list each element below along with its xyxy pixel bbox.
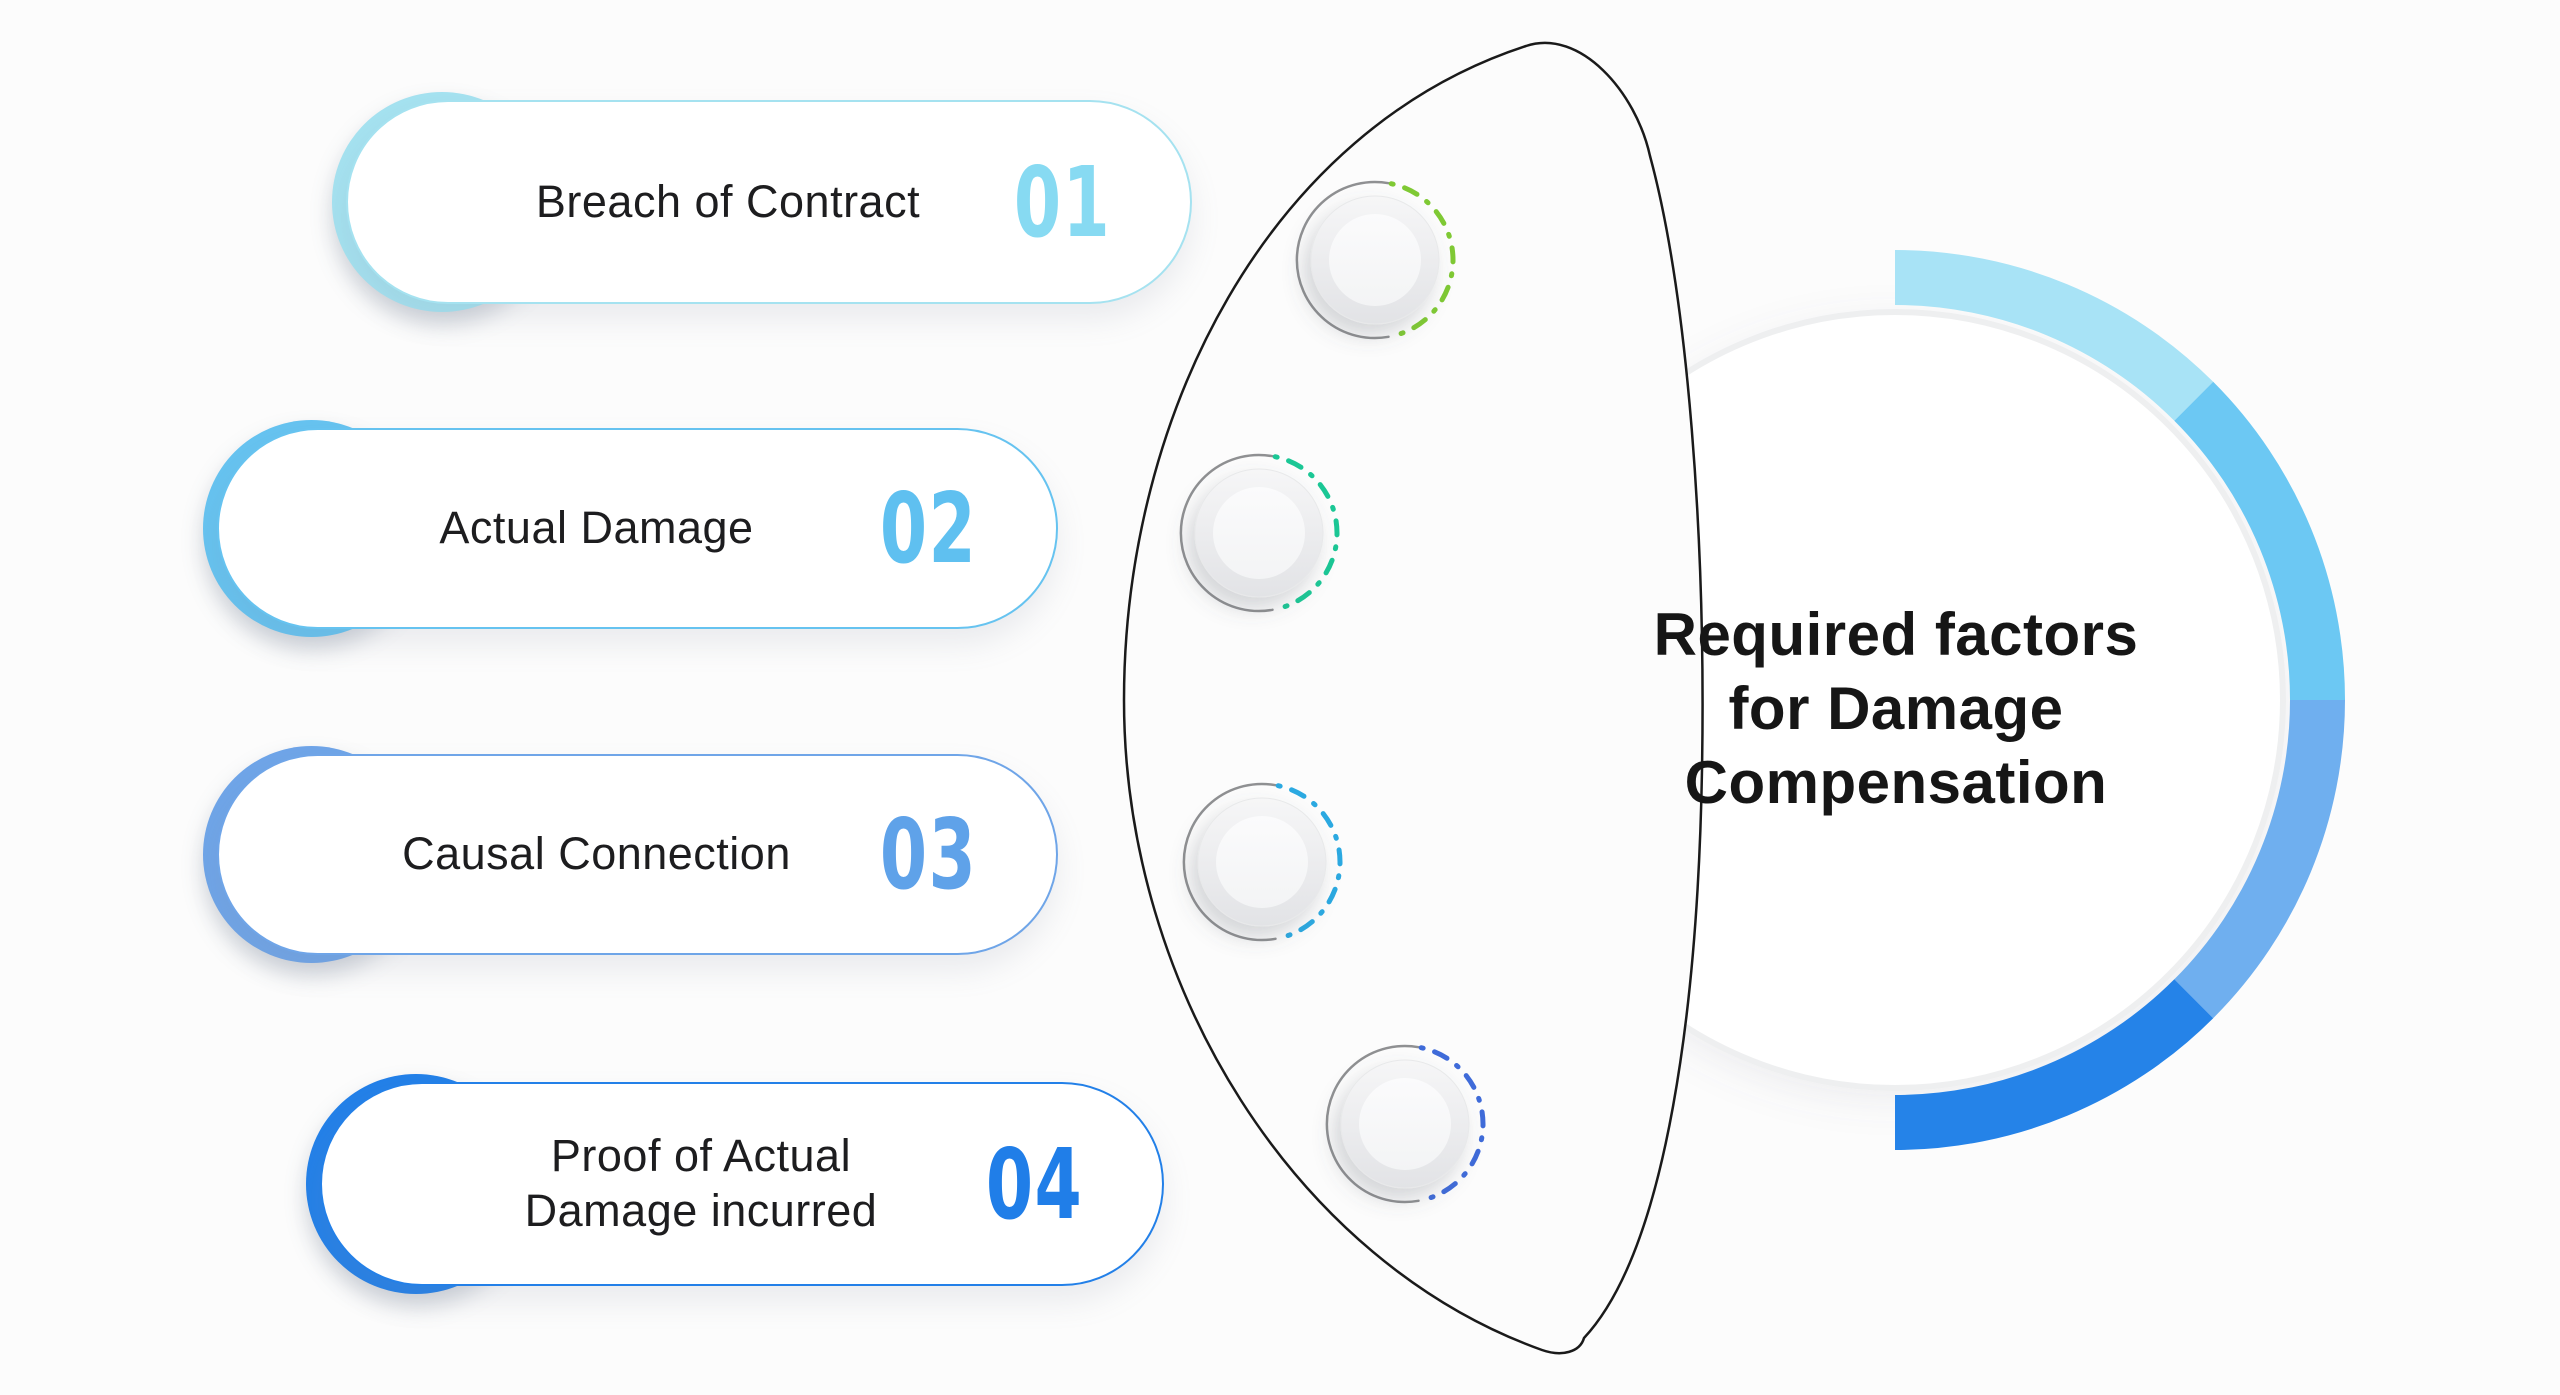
factor-2-label: Actual Damage <box>439 502 754 554</box>
factor-4-label: Proof of Actual Damage incurred <box>524 1130 878 1236</box>
knob-1 <box>1295 180 1456 340</box>
factor-2-pill: Actual Damage 02 <box>217 428 1058 629</box>
knob-2-gray-arc <box>1179 453 1274 613</box>
knob-2-dotted-arc <box>1272 454 1340 612</box>
factor-item-3: Causal Connection 03 <box>203 746 1058 963</box>
factor-4-pill: Proof of Actual Damage incurred 04 <box>320 1082 1164 1286</box>
factor-3-number: 03 <box>879 798 978 911</box>
ring-segment-2 <box>2174 381 2345 700</box>
factor-2-number: 02 <box>879 472 978 585</box>
diagram-title: Required factors for Damage Compensation <box>1653 601 2139 816</box>
knob-3 <box>1182 782 1343 942</box>
knob-4-dotted-arc <box>1418 1045 1486 1203</box>
ring-segment-3 <box>2174 700 2345 1019</box>
ring-segment-1 <box>1895 250 2214 421</box>
knob-4-gray-arc <box>1325 1044 1420 1204</box>
knob-2 <box>1179 453 1340 613</box>
factor-item-4: Proof of Actual Damage incurred 04 <box>306 1074 1164 1294</box>
factor-4-number: 04 <box>985 1127 1084 1241</box>
knob-1-dotted-arc <box>1388 181 1456 339</box>
crescent-outline <box>1122 41 1704 1355</box>
factor-item-2: Actual Damage 02 <box>203 420 1058 637</box>
factor-1-number: 01 <box>1013 145 1112 259</box>
knob-3-dotted-arc <box>1275 783 1343 941</box>
factor-3-label: Causal Connection <box>402 828 791 880</box>
knob-1-gray-arc <box>1295 180 1390 340</box>
ring-segment-4 <box>1895 979 2214 1150</box>
factor-1-label: Breach of Contract <box>535 175 921 227</box>
factor-item-1: Breach of Contract 01 <box>332 92 1192 312</box>
knob-4 <box>1325 1044 1486 1204</box>
knob-3-gray-arc <box>1182 782 1277 942</box>
factor-3-pill: Causal Connection 03 <box>217 754 1058 955</box>
factor-1-pill: Breach of Contract 01 <box>346 100 1192 304</box>
